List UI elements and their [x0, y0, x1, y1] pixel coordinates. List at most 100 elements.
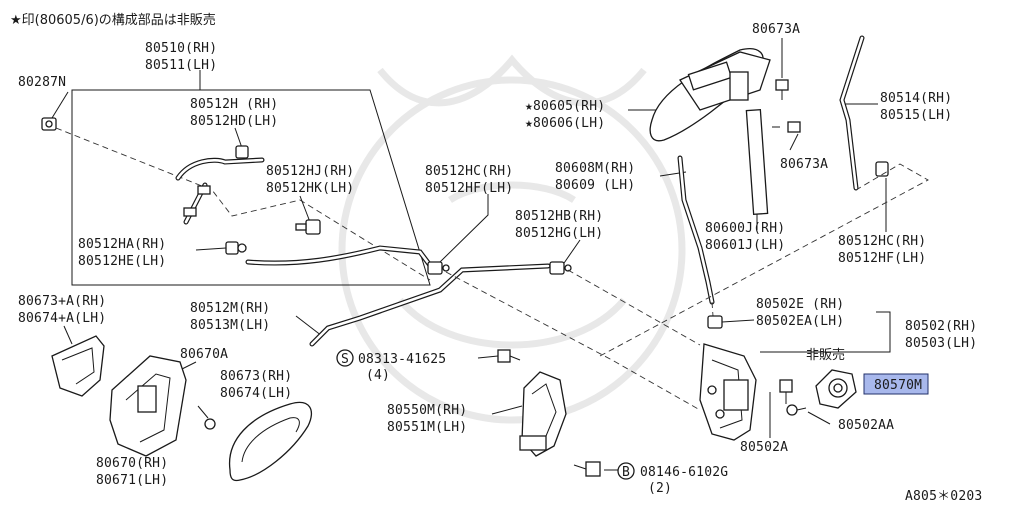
label-80512HA: 80512HA(RH) [78, 237, 166, 252]
label-08146-qty: (2) [648, 481, 672, 496]
label-80512HK: 80512HK(LH) [266, 181, 354, 196]
leader-80512HC-left [439, 194, 489, 263]
not-sold-label: 非販売 [806, 347, 845, 363]
label-80551M: 80551M(LH) [387, 420, 467, 435]
label-80514: 80514(RH) [880, 91, 952, 106]
clip-80512HC-left-icon [427, 261, 450, 275]
clip-80512HJ-icon [295, 219, 321, 235]
label-80512HB: 80512HB(RH) [515, 209, 603, 224]
label-80606: ★80606(LH) [525, 116, 605, 131]
label-80605: ★80605(RH) [525, 99, 605, 114]
clip-80502E-icon [707, 315, 723, 329]
label-80510: 80510(RH) [145, 41, 217, 56]
highlight-80570M[interactable] [863, 373, 929, 395]
bolt-80502A-icon [779, 379, 793, 404]
watermark-logo [338, 54, 686, 424]
rod-80514-icon [839, 35, 865, 191]
rod-80608M-icon [677, 155, 715, 305]
label-80502E: 80502E (RH) [756, 297, 844, 312]
label-80670: 80670(RH) [96, 456, 168, 471]
screw-80670A-icon [197, 405, 216, 430]
label-08313: 08313-41625 [358, 352, 446, 367]
label-80512HC-right: 80512HC(RH) [838, 234, 926, 249]
label-80550M: 80550M(RH) [387, 403, 467, 418]
leader-80512HJ [299, 195, 311, 223]
clip-80512H-icon [175, 145, 265, 181]
label-80570M[interactable]: 80570M [874, 378, 922, 393]
leader-80502E [721, 319, 755, 323]
bolt-80673A-mid-icon [772, 121, 801, 133]
dash-rod-path-center [445, 271, 701, 411]
label-80608M: 80608M(RH) [555, 161, 635, 176]
label-80502: 80502(RH) [905, 319, 977, 334]
dash-rod-path-right [599, 163, 929, 357]
label-80512HC-left: 80512HC(RH) [425, 164, 513, 179]
bolt-08146-icon [573, 461, 601, 477]
inset-box-80510 [71, 70, 431, 286]
bezel-80673-icon [228, 401, 313, 482]
escutcheon-80673pA-icon [51, 335, 105, 397]
dash-rod-path-center2 [567, 269, 701, 346]
label-80673A-mid: 80673A [780, 157, 828, 172]
bracket-80502 [760, 311, 891, 353]
latch-cover-80550M-icon [519, 371, 567, 457]
footer-code: A805＊0203 [905, 489, 982, 504]
clip-80512HC-right-icon [875, 161, 889, 177]
leader-80550M [491, 405, 523, 415]
leader-08313 [477, 355, 499, 359]
label-80673: 80673(RH) [220, 369, 292, 384]
bracket-rod-icon [183, 182, 211, 225]
label-80502AA: 80502AA [838, 418, 894, 433]
screw-80502AA-icon [786, 404, 807, 416]
leader-80673A-mid [789, 133, 799, 151]
leader-80512HA [195, 247, 227, 251]
label-80673A-top: 80673A [752, 22, 800, 37]
circle-b-letter: B [622, 465, 630, 480]
label-80512HE: 80512HE(LH) [78, 254, 166, 269]
leader-80287N [51, 91, 69, 119]
bolt-08313-icon [497, 349, 521, 363]
inside-handle-80670-icon [109, 355, 187, 457]
door-lock-80502-icon [699, 343, 757, 441]
rod-80510-icon [245, 245, 435, 271]
clip-80287N-icon [41, 117, 57, 131]
bolt-80673A-top-icon [775, 79, 789, 100]
label-80601J: 80601J(LH) [705, 238, 785, 253]
clip-80512HB-icon [549, 261, 572, 275]
actuator-80570M-icon [815, 369, 857, 409]
label-80502EA: 80502EA(LH) [756, 314, 844, 329]
clip-80512HA-icon [225, 241, 247, 255]
circle-s-letter: S [341, 352, 349, 367]
label-80600J: 80600J(RH) [705, 221, 785, 236]
label-80674: 80674(LH) [220, 386, 292, 401]
label-08313-qty: (4) [366, 368, 390, 383]
leader-80512M [295, 315, 323, 337]
rod-80600J-icon [745, 108, 769, 230]
leader-80673pA [63, 325, 73, 345]
label-80287N: 80287N [18, 75, 66, 90]
label-80512M: 80512M(RH) [190, 301, 270, 316]
label-80670A: 80670A [180, 347, 228, 362]
circle-b-symbol: B [617, 462, 635, 480]
label-80673pA: 80673+A(RH) [18, 294, 106, 309]
leader-80512H [234, 127, 243, 149]
label-80503: 80503(LH) [905, 336, 977, 351]
label-80511: 80511(LH) [145, 58, 217, 73]
outside-handle-80605-icon [649, 48, 771, 142]
label-80512H: 80512H (RH) [190, 97, 278, 112]
label-80512HG: 80512HG(LH) [515, 226, 603, 241]
label-80512HF-right: 80512HF(LH) [838, 251, 926, 266]
inset-box-outline [71, 89, 431, 286]
label-80512HD: 80512HD(LH) [190, 114, 278, 129]
circle-s-symbol: S [336, 349, 354, 367]
label-80671: 80671(LH) [96, 473, 168, 488]
label-80512HF-left: 80512HF(LH) [425, 181, 513, 196]
label-80513M: 80513M(LH) [190, 318, 270, 333]
rod-80512M-icon [309, 263, 551, 347]
label-80502A: 80502A [740, 440, 788, 455]
label-08146: 08146-6102G [640, 465, 728, 480]
label-80512HJ: 80512HJ(RH) [266, 164, 354, 179]
label-80674pA: 80674+A(LH) [18, 311, 106, 326]
leader-80512HB [561, 239, 581, 267]
